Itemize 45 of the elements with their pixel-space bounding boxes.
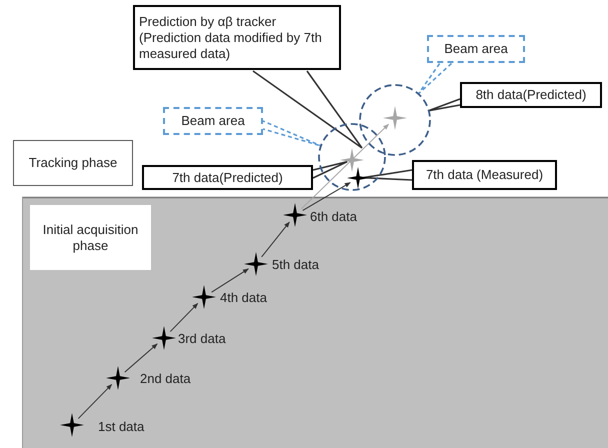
star-icon [106,366,130,390]
leader-line [252,70,363,149]
star-icon [152,326,176,350]
box-text: Beam area [443,41,509,57]
callout-box [427,35,525,63]
callout-box [460,82,602,108]
leader-line [418,62,453,95]
data-label: 4th data [220,290,267,306]
data-label: 1st data [98,419,144,435]
box-text: Beam area [180,113,246,129]
callout-box [133,5,341,70]
arrow [300,124,390,210]
data-label: 2nd data [140,371,191,387]
callout-box [142,165,313,190]
leader-line [312,160,348,179]
beam-circle [359,84,431,156]
beam-circle [318,123,386,191]
box-text: 7th data (Measured) [424,167,544,183]
star-icon [283,203,307,227]
box-text: Initial acquisition phase [42,222,140,254]
star-icon [383,106,407,130]
callout-box [412,160,557,190]
arrow [211,268,249,293]
star-icon [244,252,268,276]
phase-box [13,140,133,186]
data-label: 3rd data [178,331,226,347]
arrow [302,182,351,211]
data-label: 5th data [272,257,319,273]
star-icon [192,285,216,309]
box-text: Tracking phase [28,155,118,171]
phase-box [30,205,151,270]
arrow [261,222,290,258]
callout-box [163,107,263,135]
box-text: 8th data(Predicted) [474,87,588,103]
leader-line [362,169,413,181]
box-text: 7th data(Predicted) [171,170,284,186]
star-icon [347,167,369,189]
data-label: 6th data [310,209,357,225]
arrow [124,343,158,373]
star-icon [60,413,84,437]
star-icon [340,148,364,172]
leader-line [428,98,461,112]
arrow [170,302,198,332]
box-text: Prediction by αβ tracker (Prediction data modified by 7th measured data) [139,14,323,62]
leader-line [262,120,322,147]
